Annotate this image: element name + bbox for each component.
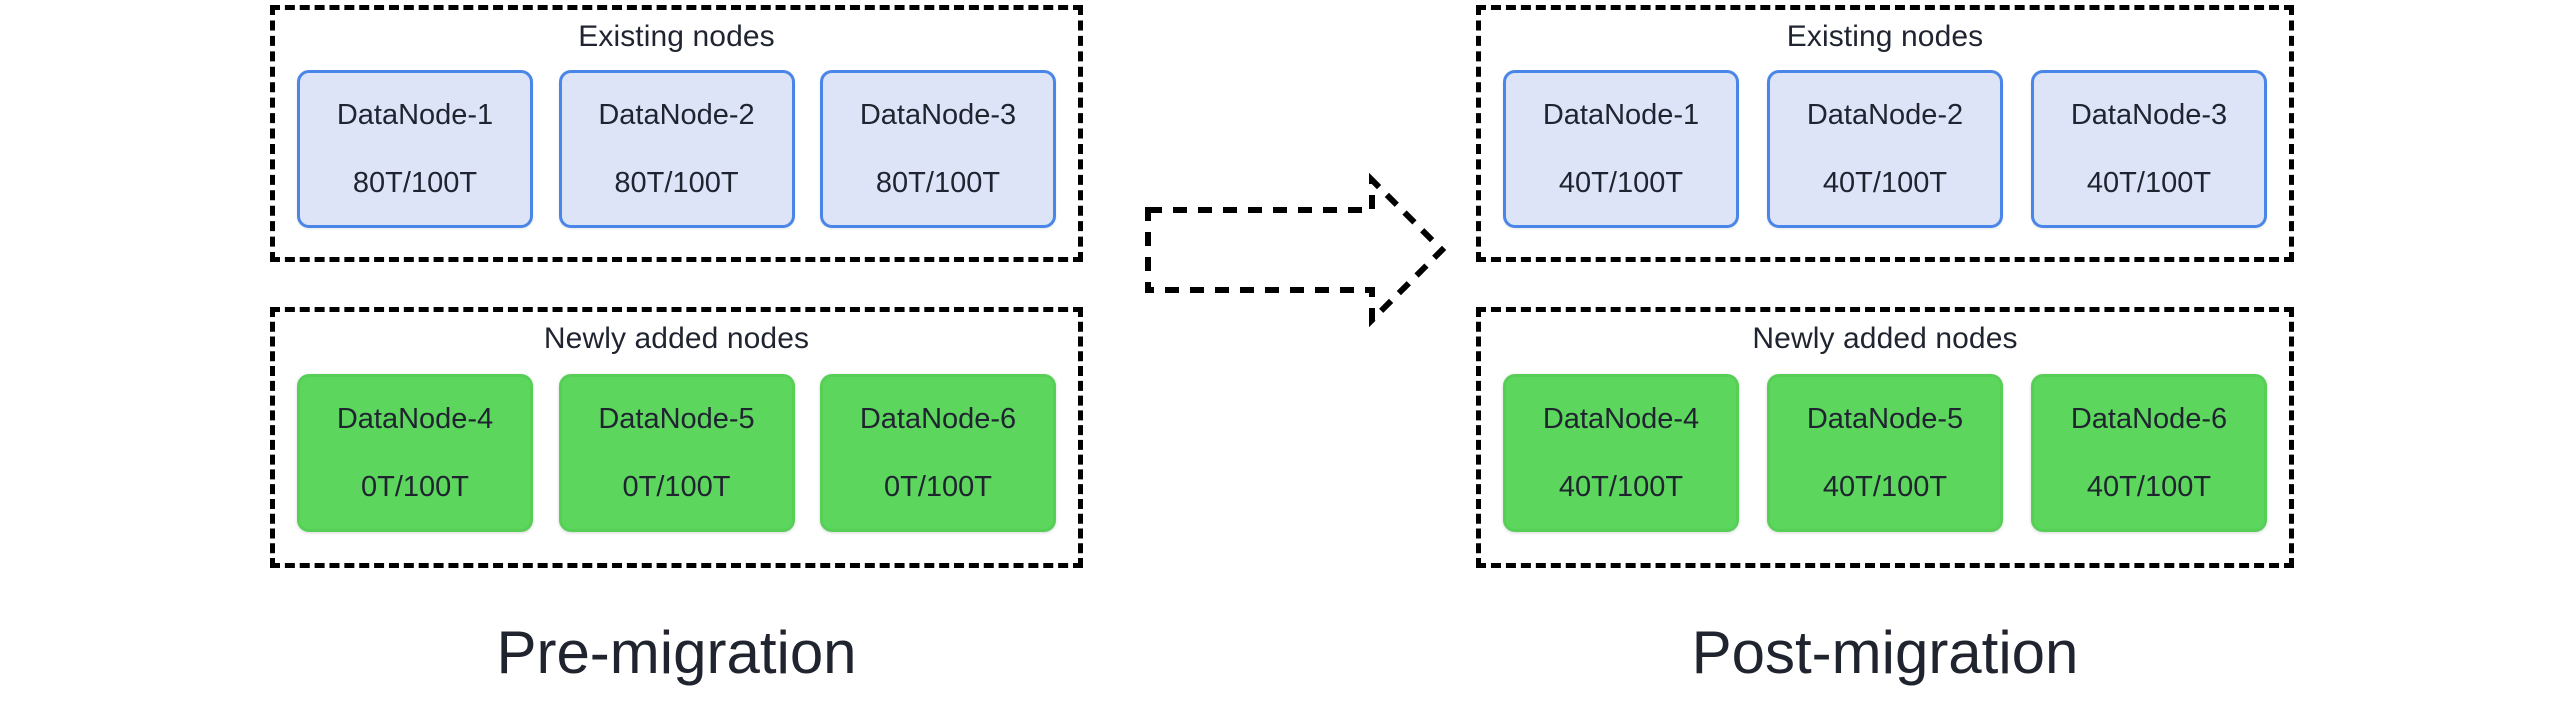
caption-post-migration: Post-migration (1691, 619, 2079, 686)
node-capacity: 0T/100T (884, 471, 992, 503)
node-capacity: 0T/100T (622, 471, 731, 503)
node-card[interactable]: DataNode-1 80T/100T (297, 70, 533, 228)
node-label: DataNode-4 (336, 403, 494, 435)
group-title-existing-pre: Existing nodes (578, 20, 775, 53)
node-capacity: 40T/100T (1822, 471, 1948, 503)
node-card[interactable]: DataNode-2 80T/100T (558, 70, 795, 228)
node-label: DataNode-3 (2070, 99, 2228, 131)
node-row-existing-post: DataNode-1 40T/100T DataNode-2 40T/100T … (1503, 70, 2267, 228)
node-label: DataNode-4 (1542, 403, 1700, 435)
node-row-existing-pre: DataNode-1 80T/100T DataNode-2 80T/100T … (297, 70, 1056, 228)
node-capacity: 40T/100T (2086, 471, 2212, 503)
group-title-newly-added-pre: Newly added nodes (543, 322, 810, 355)
node-label: DataNode-6 (859, 403, 1017, 435)
node-label: DataNode-2 (1806, 99, 1964, 131)
node-capacity: 40T/100T (1558, 471, 1684, 503)
node-capacity: 40T/100T (2086, 167, 2212, 199)
node-capacity: 80T/100T (875, 167, 1001, 199)
node-label: DataNode-1 (336, 99, 494, 131)
group-title-existing-post: Existing nodes (1786, 20, 1984, 53)
node-capacity: 80T/100T (614, 167, 739, 199)
group-title-newly-added-post: Newly added nodes (1752, 322, 2018, 355)
node-card[interactable]: DataNode-3 80T/100T (820, 70, 1056, 228)
node-card[interactable]: DataNode-5 40T/100T (1767, 374, 2003, 532)
node-capacity: 0T/100T (361, 471, 469, 503)
node-label: DataNode-5 (1806, 403, 1964, 435)
migration-arrow-icon (1145, 172, 1447, 328)
node-label: DataNode-2 (598, 99, 755, 131)
group-newly-added-nodes-pre: Newly added nodes DataNode-4 0T/100T Dat… (270, 307, 1083, 568)
node-label: DataNode-6 (2070, 403, 2228, 435)
group-existing-nodes-post: Existing nodes DataNode-1 40T/100T DataN… (1476, 5, 2294, 262)
group-existing-nodes-pre: Existing nodes DataNode-1 80T/100T DataN… (270, 5, 1083, 262)
node-card[interactable]: DataNode-2 40T/100T (1767, 70, 2003, 228)
node-card[interactable]: DataNode-4 0T/100T (297, 374, 533, 532)
node-row-newly-added-pre: DataNode-4 0T/100T DataNode-5 0T/100T Da… (297, 374, 1056, 532)
node-label: DataNode-5 (598, 403, 755, 435)
migration-arrow (1140, 170, 1450, 330)
node-card[interactable]: DataNode-5 0T/100T (558, 374, 795, 532)
node-card[interactable]: DataNode-3 40T/100T (2031, 70, 2267, 228)
node-capacity: 40T/100T (1558, 167, 1684, 199)
node-label: DataNode-3 (859, 99, 1017, 131)
node-row-newly-added-post: DataNode-4 40T/100T DataNode-5 40T/100T … (1503, 374, 2267, 532)
group-newly-added-nodes-post: Newly added nodes DataNode-4 40T/100T Da… (1476, 307, 2294, 568)
node-label: DataNode-1 (1542, 99, 1700, 131)
node-card[interactable]: DataNode-1 40T/100T (1503, 70, 1739, 228)
node-card[interactable]: DataNode-4 40T/100T (1503, 374, 1739, 532)
node-card[interactable]: DataNode-6 40T/100T (2031, 374, 2267, 532)
node-capacity: 80T/100T (352, 167, 478, 199)
caption-pre-migration: Pre-migration (496, 619, 857, 686)
node-card[interactable]: DataNode-6 0T/100T (820, 374, 1056, 532)
node-capacity: 40T/100T (1822, 167, 1948, 199)
